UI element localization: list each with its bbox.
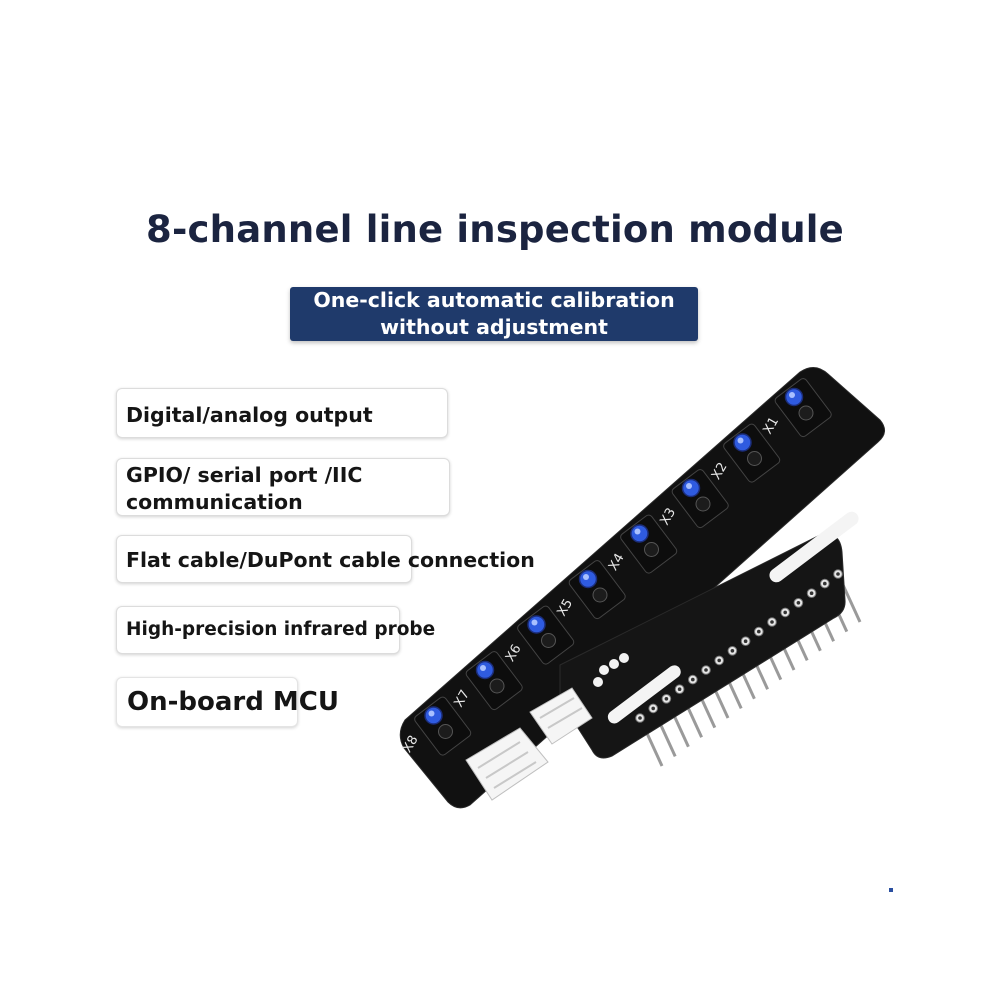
pin-pad-hole (717, 658, 721, 663)
corner-dot (889, 888, 893, 892)
pin-pad-hole (691, 677, 695, 682)
feature-infrared: High-precision infrared probe (116, 606, 435, 654)
sensor-label: X5 (554, 597, 576, 619)
feature-cable: Flat cable/DuPont cable connection (116, 535, 535, 583)
pin-pad-hole (638, 716, 642, 720)
ir-sensor-x1: X1 (760, 378, 832, 438)
sensor-receiver (489, 678, 505, 694)
sensor-emitter-highlight (737, 437, 744, 444)
feature-communication-line-1: GPIO/ serial port /IIC (126, 463, 363, 487)
sensor-receiver (438, 724, 453, 739)
ir-sensor-x3: X3 (657, 469, 729, 529)
pin-pad-hole (730, 649, 735, 653)
feature-output-label: Digital/analog output (126, 403, 373, 427)
feature-cable-label: Flat cable/DuPont cable connection (126, 548, 535, 572)
sensor-label: X6 (503, 642, 525, 664)
sensor-emitter-highlight (531, 619, 538, 626)
pin-pad-hole (836, 572, 840, 576)
pin-pad-hole (796, 601, 801, 605)
ir-sensor-x5: X5 (554, 560, 626, 620)
pin-pad-hole (757, 629, 761, 634)
status-leds (593, 653, 629, 687)
pin-pad-hole (743, 639, 748, 643)
ir-sensor-x4: X4 (606, 514, 678, 574)
white-connector-right (529, 687, 593, 745)
sensor-emitter-highlight (634, 528, 641, 535)
feature-infrared-label: High-precision infrared probe (126, 619, 436, 640)
pin-pads (635, 569, 843, 723)
sensor-emitter-highlight (480, 665, 486, 671)
feature-communication-line-2: communication (126, 490, 303, 514)
pin-pad-hole (677, 687, 682, 691)
feature-communication: GPIO/ serial port /IIC communication (116, 458, 450, 516)
pcb-sensor-strip (399, 367, 885, 809)
pin-pad-hole (770, 620, 774, 624)
sensor-receiver (695, 496, 711, 512)
sensor-receiver (541, 633, 556, 648)
sensor-label: X8 (400, 733, 422, 755)
page-title: 8-channel line inspection module (146, 208, 844, 251)
sensor-receiver (747, 451, 762, 466)
pin-pad-hole (783, 610, 787, 615)
pin-pad-hole (809, 591, 814, 595)
sensor-emitter-highlight (428, 710, 435, 717)
ir-sensor-x8: X8 (400, 696, 472, 756)
sensor-label: X4 (606, 551, 628, 573)
sensor-receiver (644, 542, 659, 557)
pcb-slot-upper (769, 511, 859, 583)
pin-pad-hole (704, 668, 708, 672)
pcb-slot-lower (607, 665, 681, 724)
sensor-label: X1 (760, 415, 782, 437)
feature-output: Digital/analog output (116, 388, 448, 438)
ir-sensor-x7: X7 (451, 651, 523, 711)
sensor-receiver (798, 405, 814, 421)
feature-mcu-label: On-board MCU (127, 687, 339, 717)
sensor-emitter-highlight (583, 574, 589, 580)
banner-line-1: One-click automatic calibration (313, 288, 675, 312)
sensor-receiver (592, 587, 608, 603)
sensor-emitter-highlight (686, 483, 692, 489)
banner-line-2: without adjustment (380, 315, 608, 339)
ir-sensor-x2: X2 (709, 423, 781, 483)
white-connector-left (465, 727, 549, 801)
pin-pad-hole (664, 697, 669, 701)
calibration-banner: One-click automatic calibration without … (290, 287, 698, 341)
pin-pad-hole (651, 706, 655, 711)
feature-communication-text: GPIO/ serial port /IIC communication (126, 462, 362, 516)
ir-sensor-x6: X6 (503, 605, 575, 665)
pin-pad-hole (823, 581, 827, 586)
sensor-label: X3 (657, 506, 679, 528)
feature-mcu: On-board MCU (116, 677, 339, 727)
sensor-emitter-highlight (789, 392, 795, 398)
sensor-label: X2 (709, 460, 731, 482)
sensor-label: X7 (451, 688, 473, 710)
